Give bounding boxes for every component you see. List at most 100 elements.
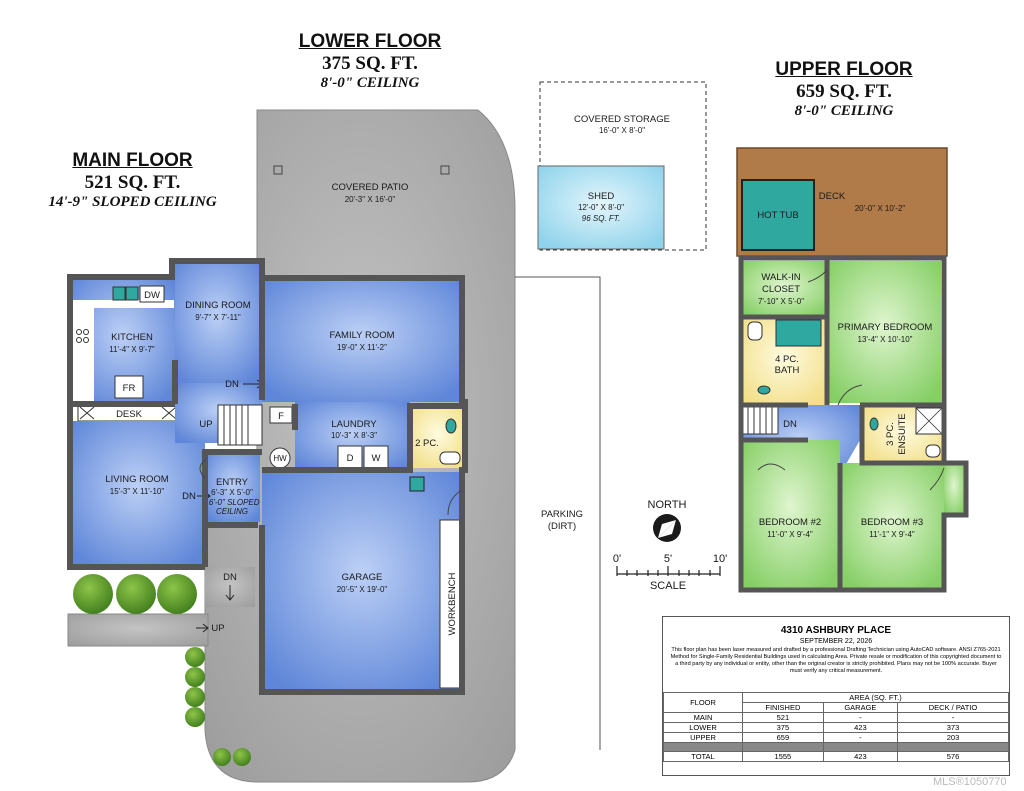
lower-floor-title: LOWER FLOOR 375 SQ. FT. 8'-0" CEILING: [270, 31, 470, 92]
entry-dims: 6'-3" X 5'-0": [211, 488, 253, 497]
desk-label: DESK: [116, 409, 143, 420]
living-room: [70, 421, 205, 567]
main-bath-label: 4 PC.: [775, 354, 799, 365]
lower-floor-area: 375 SQ. FT.: [322, 52, 418, 74]
info-panel: 4310 ASHBURY PLACE SEPTEMBER 22, 2026 Th…: [662, 616, 1010, 776]
main-floor-area: 521 SQ. FT.: [84, 171, 181, 193]
total-finished: 1555: [742, 751, 824, 762]
kitchen-dims: 11'-4" X 9'-7": [109, 345, 155, 354]
upper-walls: [738, 255, 969, 593]
upper-floor-title: UPPER FLOOR 659 SQ. FT. 8'-0" CEILING: [744, 59, 944, 120]
row-deck: -: [897, 712, 1009, 723]
stair-down-label: DN: [225, 379, 239, 390]
garage: [262, 472, 462, 692]
entry-note: 16'-0" SLOPED: [204, 498, 259, 507]
kitchen-counter: [94, 300, 174, 308]
total-deck: 576: [897, 751, 1009, 762]
fridge-label: FR: [123, 383, 136, 394]
front-walkway: [67, 613, 209, 647]
upper-floor-name: UPPER FLOOR: [775, 59, 913, 80]
kitchen-counter: [72, 300, 94, 404]
dining-room-label: DINING ROOM: [185, 300, 251, 311]
row-finished: 659: [742, 732, 824, 743]
kitchen-label: KITCHEN: [111, 332, 153, 343]
bathtub: [775, 319, 822, 347]
walk-in-closet-label: WALK-IN: [761, 272, 800, 283]
scale-10: 10': [713, 553, 727, 565]
main-floor-name: MAIN FLOOR: [72, 150, 193, 171]
mls-watermark: MLS®1050770: [933, 776, 1007, 788]
area-table: FLOOR AREA (SQ. FT.) FINISHED GARAGE DEC…: [663, 692, 1009, 762]
parking-area: [515, 276, 601, 750]
table-row: UPPER 659 - 203: [663, 732, 1009, 743]
shed-area: 96 SQ. FT.: [582, 214, 620, 223]
post-marker: [273, 165, 283, 175]
col-finished: FINISHED: [742, 702, 824, 713]
garage-dims: 20'-5" X 19'-0": [337, 585, 388, 594]
ensuite-toilet: [925, 444, 941, 458]
bedroom-3-dims: 11'-1" X 9'-4": [869, 530, 915, 539]
living-room-dims: 15'-3" X 11'-10": [110, 487, 165, 496]
laundry-label: LAUNDRY: [331, 419, 377, 430]
steps-down-label: DN: [223, 572, 237, 583]
dryer-label: D: [347, 453, 354, 464]
family-room-dims: 19'-0" X 11'-2": [337, 343, 387, 352]
upper-floor-ceiling: 8'-0" CEILING: [794, 102, 894, 119]
scale-title: SCALE: [650, 580, 686, 592]
entry-note2: CEILING: [216, 507, 248, 516]
entry: [205, 452, 260, 522]
powder-toilet: [439, 451, 461, 465]
lower-floor-name: LOWER FLOOR: [298, 31, 442, 52]
deck-label: DECK: [819, 191, 846, 202]
main-floor-ceiling: 14'-9" SLOPED CEILING: [48, 193, 217, 210]
laundry-dims: 10'-3" X 8'-3": [331, 431, 377, 440]
family-room-label: FAMILY ROOM: [329, 330, 394, 341]
row-finished: 521: [742, 712, 824, 723]
bedroom-2-label: BEDROOM #2: [759, 517, 821, 528]
covered-patio-dims: 20'-3" X 16'-0": [345, 195, 396, 204]
scale-0: 0': [613, 553, 621, 565]
row-floor: LOWER: [663, 722, 743, 733]
main-stairs: [217, 404, 263, 446]
plan-date: SEPTEMBER 22, 2026: [799, 638, 873, 645]
north-compass: [653, 514, 681, 542]
table-row: LOWER 375 423 373: [663, 722, 1009, 733]
row-garage: -: [822, 712, 899, 723]
shed: [537, 165, 665, 250]
dining-room: [172, 261, 262, 383]
total-garage: 423: [822, 751, 899, 762]
washer-label: W: [372, 453, 381, 464]
hot-tub: [741, 179, 815, 251]
row-deck: 373: [897, 722, 1009, 733]
shed-dims: 12'-0" X 8'-0": [578, 203, 624, 212]
row-deck: 203: [897, 732, 1009, 743]
walkway-up-label: UP: [211, 623, 224, 634]
hot-tub-label: HOT TUB: [757, 210, 798, 221]
dishwasher: [139, 285, 165, 303]
main-floor-title: MAIN FLOOR 521 SQ. FT. 14'-9" SLOPED CEI…: [40, 150, 225, 211]
property-address: 4310 ASHBURY PLACE: [780, 625, 892, 636]
post-marker: [440, 165, 450, 175]
covered-storage-dims: 16'-0" X 8'-0": [599, 126, 645, 135]
scale-bar: [616, 566, 721, 576]
ensuite-sink: [869, 417, 879, 431]
powder-sink: [445, 418, 457, 434]
ensuite-label: 3 PC.: [885, 422, 896, 446]
main-bath-label2: BATH: [775, 365, 800, 376]
walk-in-closet: [741, 261, 827, 317]
kitchen-sink: [125, 286, 139, 301]
area-header: AREA (SQ. FT.): [742, 692, 1009, 703]
bedroom-2: [741, 440, 840, 588]
floor-col-header: FLOOR: [663, 692, 743, 713]
col-deck: DECK / PATIO: [897, 702, 1009, 713]
primary-bedroom-dims: 13'-4" X 10'-10": [858, 335, 913, 344]
upper-floor-area: 659 SQ. FT.: [796, 80, 892, 102]
dishwasher-label: DW: [144, 290, 160, 301]
row-floor: MAIN: [663, 712, 743, 723]
fridge: [114, 375, 144, 399]
disclaimer: This floor plan has been laser measured …: [670, 647, 1002, 674]
covered-storage-label: COVERED STORAGE: [574, 114, 670, 125]
walk-in-closet-dims: 7'-10" X 5'-0": [758, 297, 804, 306]
stair-up-label: UP: [199, 419, 212, 430]
